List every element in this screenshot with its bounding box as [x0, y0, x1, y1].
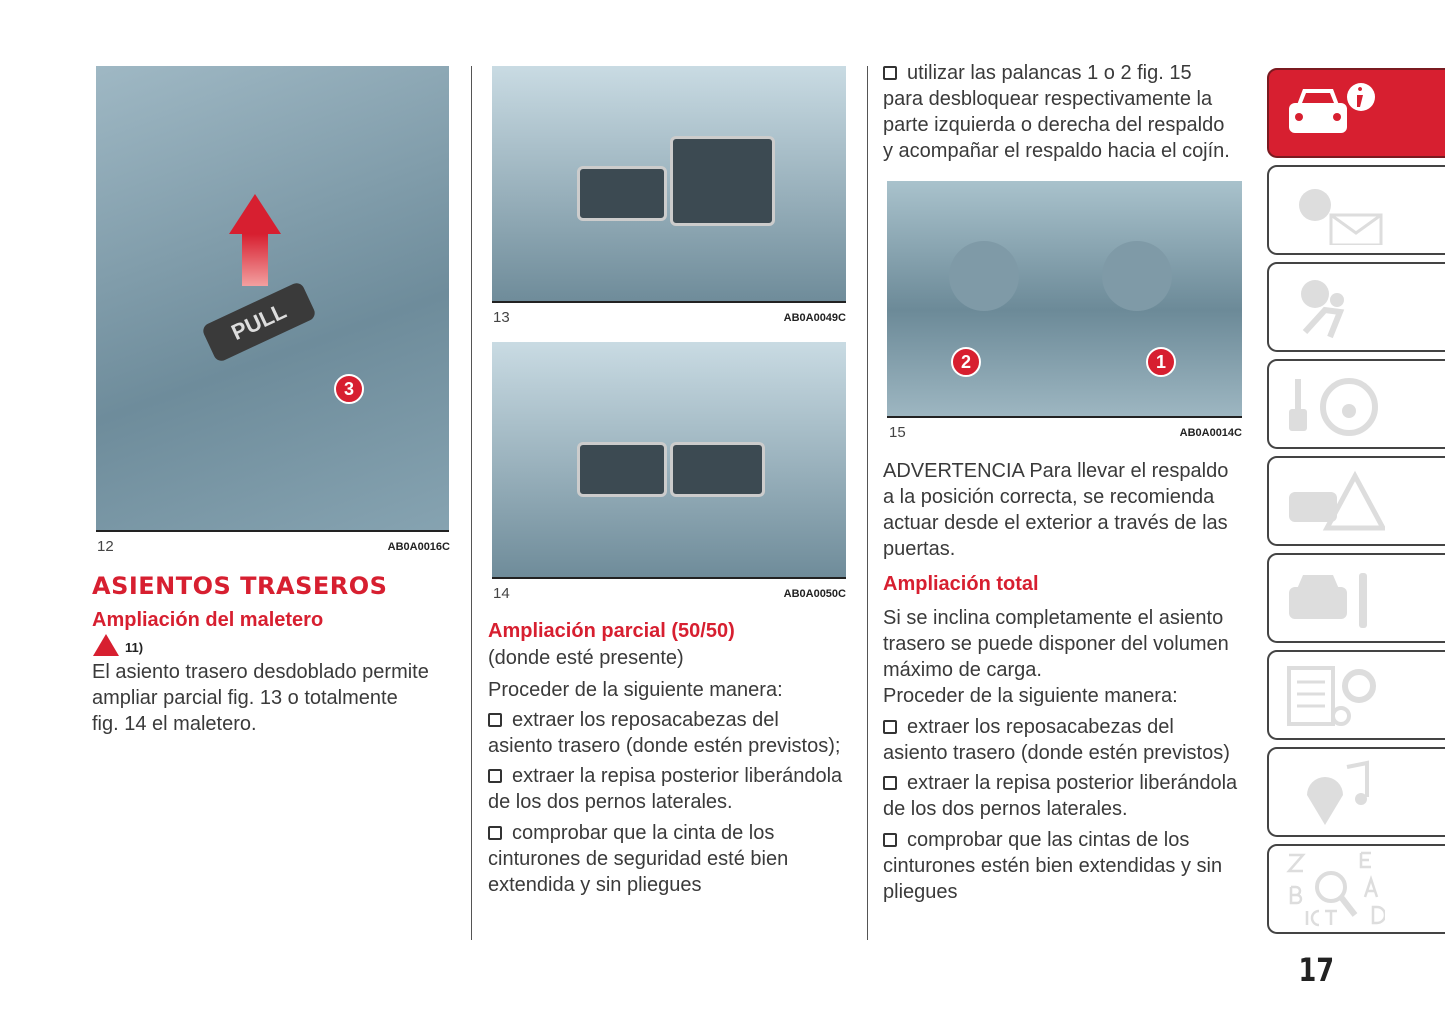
tab-multimedia[interactable] [1267, 747, 1445, 837]
body-line: fig. 14 el maletero. [92, 713, 257, 735]
pull-handle: PULL [200, 280, 318, 364]
body-line: El asiento trasero desdoblado permite [92, 661, 429, 683]
tab-technical-data[interactable] [1267, 650, 1445, 740]
figure-15-image: 2 1 [887, 181, 1242, 418]
callout-3: 3 [334, 374, 364, 404]
subsection-title: Ampliación total [883, 573, 1039, 595]
seat-cushion [577, 166, 667, 221]
column-divider [867, 66, 868, 940]
seat-left-folded [577, 442, 667, 497]
checkbox-bullet-icon [488, 713, 502, 727]
subsection-title: Ampliación parcial (50/50) [488, 620, 735, 642]
figure-code: AB0A0049C [783, 312, 846, 324]
tab-starting-driving[interactable] [1267, 359, 1445, 449]
callout-2: 2 [951, 347, 981, 377]
figure-code: AB0A0050C [783, 588, 846, 600]
warning-icon [93, 634, 119, 656]
figure-code: AB0A0016C [387, 541, 450, 553]
figure-number: 15 [889, 424, 906, 441]
warning-light-envelope-icon [1299, 189, 1383, 245]
checkbox-bullet-icon [488, 826, 502, 840]
checkbox-bullet-icon [883, 66, 897, 80]
arrow-up-icon [229, 194, 281, 234]
tab-lights-messages[interactable] [1267, 165, 1445, 255]
tab-emergency[interactable] [1267, 456, 1445, 546]
figure-number: 13 [493, 309, 510, 326]
tab-safety[interactable] [1267, 262, 1445, 352]
alphabet-search-icon [1286, 851, 1385, 927]
section-title: ASIENTOS TRASEROS [92, 572, 388, 600]
figure-number: 12 [97, 538, 114, 555]
headrest-left [949, 241, 1019, 311]
subsection-title: Ampliación del maletero [92, 609, 324, 631]
key-steering-wheel-icon [1289, 378, 1378, 436]
intro-text: Proceder de la siguiente manera: [488, 679, 783, 701]
body-line: ampliar parcial fig. 13 o totalmente [92, 687, 398, 709]
figure-code: AB0A0014C [1179, 427, 1242, 439]
headrest-right [1102, 241, 1172, 311]
column-divider [471, 66, 472, 940]
checkbox-bullet-icon [488, 769, 502, 783]
tab-maintenance[interactable] [1267, 553, 1445, 643]
car-warning-triangle-icon [1289, 470, 1385, 531]
tab-car-info[interactable] [1267, 68, 1445, 158]
airbag-seat-icon [1301, 280, 1345, 339]
warning-ref: 11) [125, 640, 144, 655]
checkbox-bullet-icon [883, 776, 897, 790]
tab-index[interactable] [1267, 844, 1445, 934]
checkbox-bullet-icon [883, 833, 897, 847]
figure-12-image: PULL 3 [96, 66, 449, 532]
page-number: 17 [1298, 951, 1335, 989]
seat-right-folded [670, 442, 765, 497]
location-music-icon [1307, 760, 1369, 825]
figure-13-image [492, 66, 846, 303]
arrow-shaft [242, 234, 268, 286]
car-info-icon [1289, 83, 1375, 133]
figure-14-image [492, 342, 846, 579]
figure-number: 14 [493, 585, 510, 602]
seat-back-folded [670, 136, 775, 226]
document-gear-icon [1287, 666, 1376, 726]
callout-1: 1 [1146, 347, 1176, 377]
heading-note: (donde esté presente) [488, 647, 684, 669]
car-wrench-icon [1289, 573, 1367, 628]
checkbox-bullet-icon [883, 720, 897, 734]
